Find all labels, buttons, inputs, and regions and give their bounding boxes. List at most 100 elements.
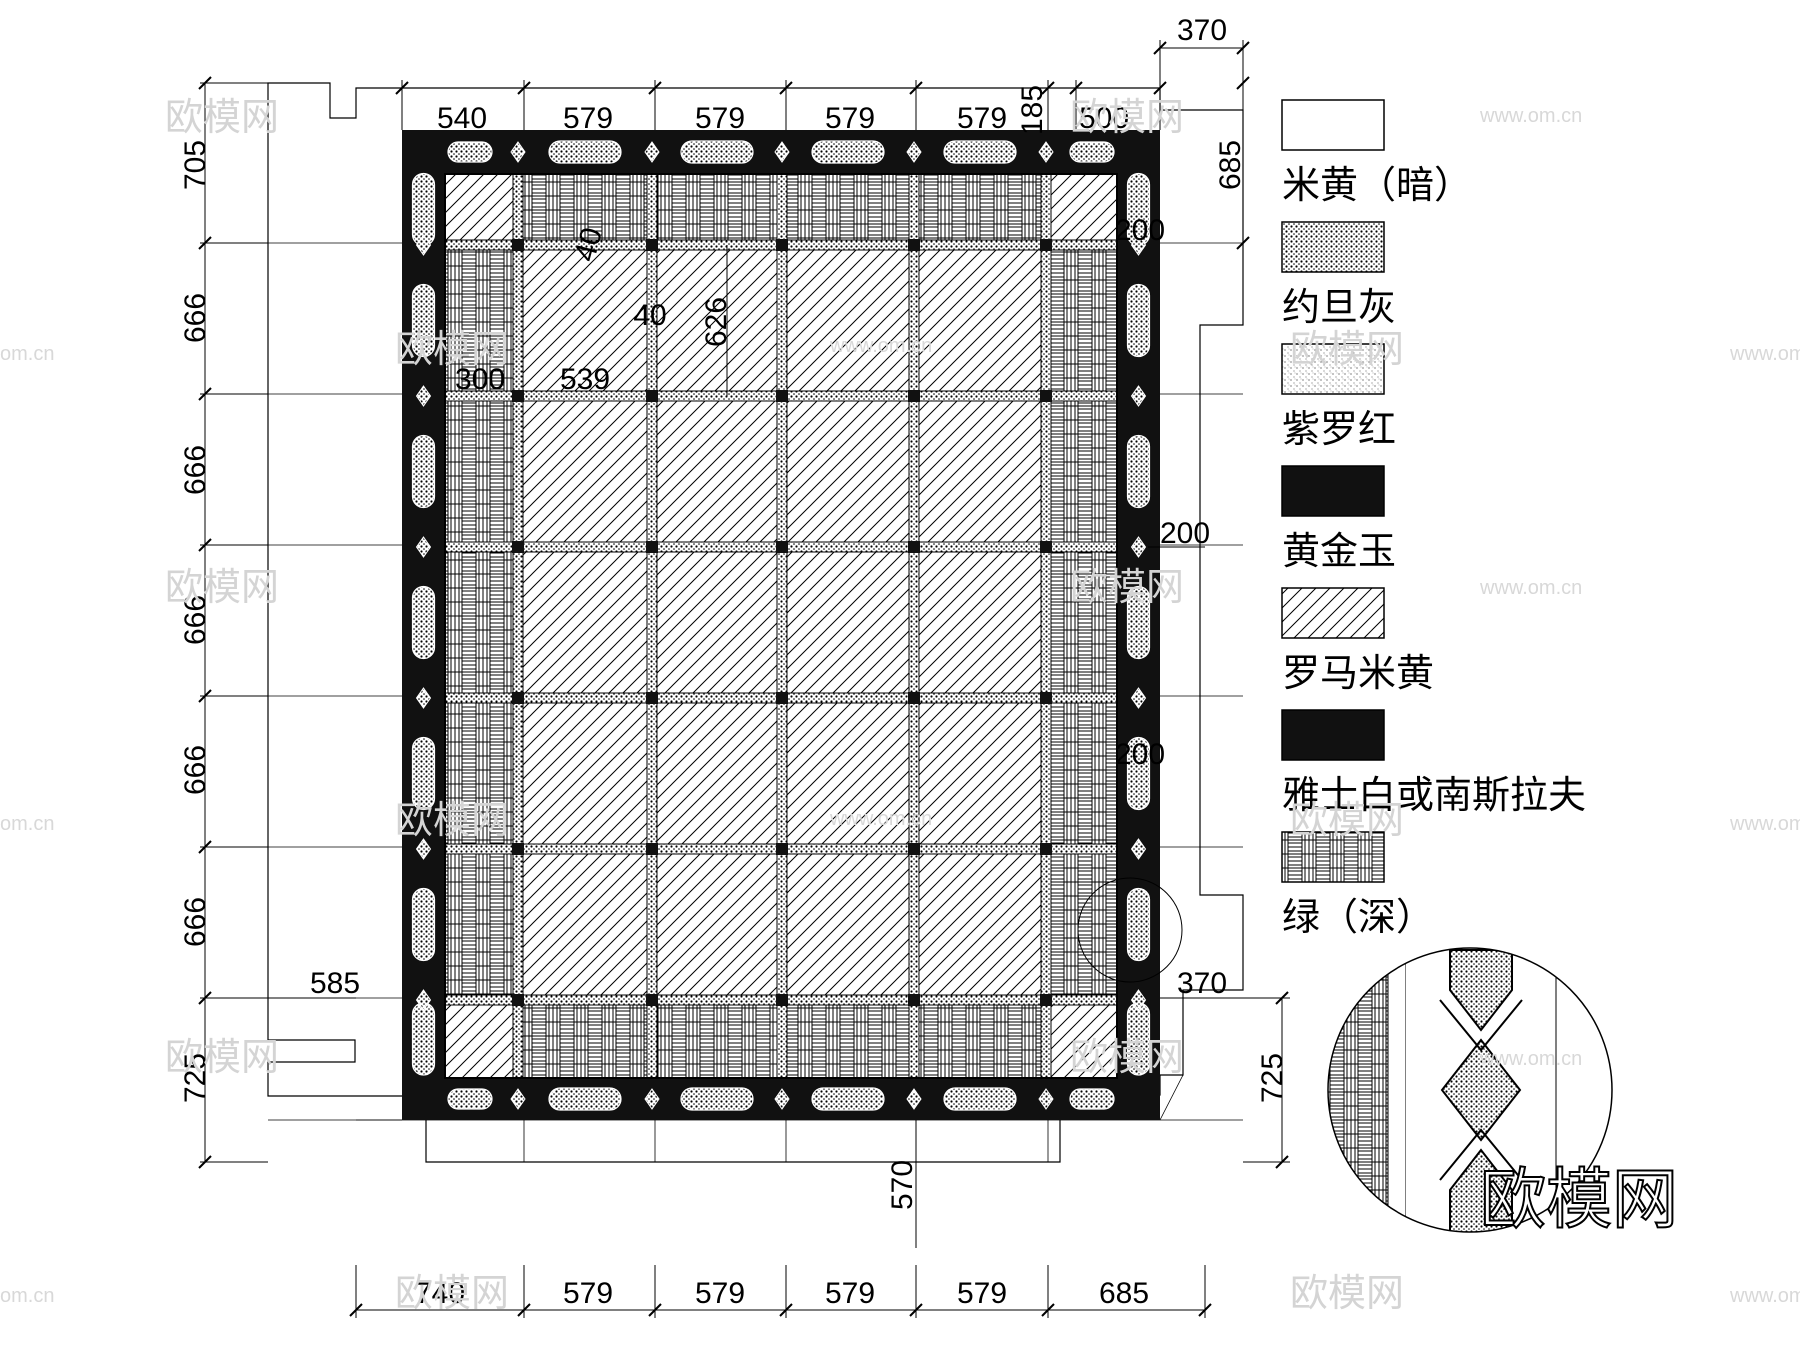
field-tile-3-1 bbox=[781, 244, 915, 397]
dim-tick-bottom-1 bbox=[517, 1303, 531, 1317]
dim-inner-40b: 40 bbox=[633, 299, 666, 332]
border-diamond-47 bbox=[1130, 989, 1147, 1011]
border-diamond-38 bbox=[415, 385, 432, 407]
border-oval-33 bbox=[1126, 887, 1151, 962]
basket-bottom-2 bbox=[651, 999, 783, 1079]
intersection-5-2 bbox=[1040, 390, 1052, 402]
dim-left-7: 725 bbox=[179, 1053, 212, 1103]
watermark-brand-9: 欧模网 bbox=[165, 1035, 279, 1079]
intersection-5-4 bbox=[1040, 692, 1052, 704]
intersection-3-1 bbox=[776, 239, 788, 251]
intersection-1-1 bbox=[512, 239, 524, 251]
dim-inner-626: 626 bbox=[700, 297, 733, 347]
dim-tick-top-6 bbox=[1069, 81, 1083, 95]
corner-square-1 bbox=[1045, 173, 1118, 246]
dim-right-bottom: 725 bbox=[1256, 1053, 1289, 1103]
legend-label-1: 米黄（暗） bbox=[1282, 163, 1472, 207]
watermark-url-10: www.om.cn bbox=[1729, 813, 1800, 835]
dim-inner-200-low: 200 bbox=[1115, 738, 1165, 771]
intersection-3-6 bbox=[776, 994, 788, 1006]
watermark-brand-3: 欧模网 bbox=[395, 327, 509, 371]
intersection-1-5 bbox=[512, 843, 524, 855]
field-tile-3-5 bbox=[781, 848, 915, 1001]
field-tile-4-5 bbox=[913, 848, 1047, 1001]
detail-marker-circle bbox=[1077, 877, 1183, 983]
border-oval-31 bbox=[1126, 736, 1151, 811]
room-corner-right bbox=[1159, 1074, 1184, 1121]
dim-top-1: 540 bbox=[437, 102, 487, 135]
dim-tick-top-outer-1 bbox=[1236, 41, 1250, 55]
border-oval-7 bbox=[943, 1087, 1017, 1111]
dim-tick-bottom-0 bbox=[349, 1303, 363, 1317]
field-tile-1-3 bbox=[517, 546, 653, 699]
border-oval-34 bbox=[411, 1002, 436, 1076]
field-tile-4-2 bbox=[913, 395, 1047, 548]
field-tile-2-4 bbox=[651, 697, 783, 850]
border-oval-4 bbox=[811, 140, 885, 164]
border-oval-20 bbox=[447, 1088, 493, 1110]
legend-swatch-ariston-white bbox=[1281, 709, 1385, 761]
material-legend: 米黄（暗） 约旦灰 紫罗红 黄金玉 罗马米黄 雅士白或南斯拉夫 绿（深） bbox=[1281, 99, 1586, 939]
border-oval-3 bbox=[680, 1087, 754, 1111]
inner-field-frame bbox=[444, 173, 1118, 1079]
border-oval-5 bbox=[811, 1087, 885, 1111]
dim-tick-left-1 bbox=[198, 236, 212, 250]
border-oval-1 bbox=[548, 1087, 622, 1111]
field-tile-2-2 bbox=[651, 395, 783, 548]
intersection-2-3 bbox=[646, 541, 658, 553]
border-oval-25 bbox=[1126, 283, 1151, 358]
intersection-1-4 bbox=[512, 692, 524, 704]
dim-tick-left-3 bbox=[198, 538, 212, 552]
border-detail-callout bbox=[1077, 877, 1613, 1233]
dim-bottom-570: 570 bbox=[886, 1160, 919, 1210]
basket-left-2 bbox=[444, 395, 519, 548]
intersection-1-3 bbox=[512, 541, 524, 553]
dim-tick-bottom-4 bbox=[909, 1303, 923, 1317]
field-tile-3-2 bbox=[781, 395, 915, 548]
corner-square-2 bbox=[444, 999, 519, 1079]
field-tile-2-5 bbox=[651, 848, 783, 1001]
dim-left-4: 666 bbox=[179, 595, 212, 645]
watermark-url-1: www.om.cn bbox=[1479, 105, 1582, 127]
dim-inner-539: 539 bbox=[560, 363, 610, 396]
dimension-lines bbox=[198, 40, 1290, 1318]
watermark-brand-6: 欧模网 bbox=[1070, 565, 1184, 609]
watermark-url-7: om.cn bbox=[0, 813, 54, 835]
dim-inner-300: 300 bbox=[455, 363, 505, 396]
dim-right-top: 685 bbox=[1214, 140, 1247, 190]
legend-label-6: 雅士白或南斯拉夫 bbox=[1282, 773, 1586, 817]
dim-tick-left-0 bbox=[198, 76, 212, 90]
dim-left-2: 666 bbox=[179, 293, 212, 343]
intersection-5-5 bbox=[1040, 843, 1052, 855]
border-oval-18 bbox=[447, 141, 493, 163]
legend-swatch-purple-red bbox=[1281, 343, 1385, 395]
field-tile-3-3 bbox=[781, 546, 915, 699]
intersection-3-2 bbox=[776, 390, 788, 402]
intersection-4-5 bbox=[908, 843, 920, 855]
watermark-brand-8: 欧模网 bbox=[1290, 798, 1404, 842]
dimension-labels: 540 579 579 579 579 185 500 370 705 666 … bbox=[179, 14, 1289, 1310]
dim-tick-left-2 bbox=[198, 387, 212, 401]
dim-tick-right-top-0 bbox=[1236, 76, 1250, 90]
intersection-4-2 bbox=[908, 390, 920, 402]
dim-inner-200-mid: 200 bbox=[1160, 517, 1210, 550]
corner-square-0 bbox=[444, 173, 519, 246]
dim-left-6: 666 bbox=[179, 897, 212, 947]
border-oval-30 bbox=[411, 736, 436, 811]
border-oval-6 bbox=[943, 140, 1017, 164]
border-oval-24 bbox=[411, 283, 436, 358]
dim-left-5: 666 bbox=[179, 745, 212, 795]
watermark-url-3: www.om.cn bbox=[1479, 1048, 1582, 1070]
border-oval-0 bbox=[548, 140, 622, 164]
dim-tick-left-5 bbox=[198, 840, 212, 854]
dim-side-370: 370 bbox=[1177, 967, 1227, 1000]
intersection-4-3 bbox=[908, 541, 920, 553]
border-diamond-11 bbox=[644, 1088, 660, 1110]
border-diamond-12 bbox=[774, 141, 790, 163]
legend-label-2: 约旦灰 bbox=[1282, 285, 1396, 329]
detail-callout-circle bbox=[1327, 947, 1613, 1233]
border-diamond-9 bbox=[510, 1088, 526, 1110]
dim-top-5: 579 bbox=[957, 102, 1007, 135]
basket-top-2 bbox=[651, 173, 783, 246]
